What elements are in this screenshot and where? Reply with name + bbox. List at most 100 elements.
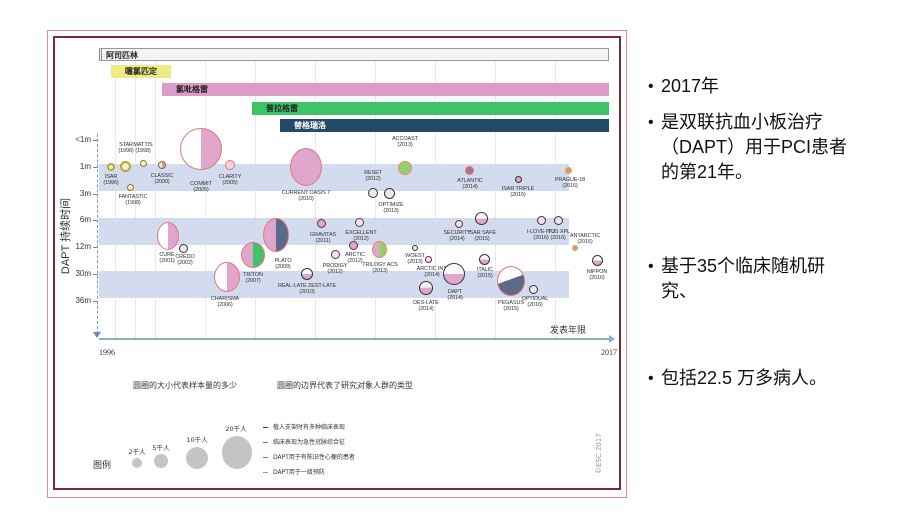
label-isar: ISAR(1996) xyxy=(103,174,119,187)
bubble-commit xyxy=(180,128,222,170)
bubble-triton xyxy=(241,242,265,268)
legend-size-caption: 20千人 xyxy=(225,425,247,433)
label-classic: CLASSIC(2000) xyxy=(150,173,174,186)
label-reset: RESET(2012) xyxy=(364,170,382,183)
legend-circle-10k xyxy=(186,447,208,469)
y-tick: 1m xyxy=(79,162,91,171)
label-ivus-xpl: IVUS XPL(2016) xyxy=(546,229,570,242)
label-nippon: NIPPON(2016) xyxy=(586,269,608,282)
bullet-item: •包括22.5 万多病人。 xyxy=(648,368,828,388)
y-axis-label: DAPT 持续时间 xyxy=(60,197,73,275)
legend-size-caption: 10千人 xyxy=(186,436,208,444)
label-optidual: OPTIDUAL(2016) xyxy=(521,296,549,309)
bubble-current-oasis-7 xyxy=(290,148,322,186)
slide-outer-frame xyxy=(47,30,627,498)
y-tick: <1m xyxy=(75,135,91,144)
y-tick-mark xyxy=(93,301,98,302)
legend-size-title: 圆圈的大小代表样本量的多少 xyxy=(133,381,237,390)
y-tick-mark xyxy=(93,220,98,221)
bubble-real-late-zest-late xyxy=(301,268,313,280)
grid-line xyxy=(255,58,256,338)
bubble-accoast xyxy=(398,161,412,175)
legend-border-acs: 临床表现为急性冠脉综合征 xyxy=(263,437,345,446)
bullet-item: •基于35个临床随机研究、 xyxy=(648,256,826,301)
label-arctic-int: ARCTIC INT.(2014) xyxy=(416,266,448,279)
bubble-des-late xyxy=(419,281,433,295)
label-current-oasis-7: CURRENT OASIS 7(2010) xyxy=(281,190,331,203)
label-arctic: ARCTIC(2012) xyxy=(345,252,365,265)
bubble-nippon xyxy=(592,255,603,266)
y-tick-mark xyxy=(93,274,98,275)
drug-bar-clopidogrel: 氯吡格雷 xyxy=(162,83,609,96)
legend-circle-5k xyxy=(154,454,168,468)
bubble-italic xyxy=(479,254,490,265)
y-tick: 12m xyxy=(75,242,91,251)
legend-border-title: 圆圈的边界代表了研究对象人群的类型 xyxy=(277,381,413,390)
y-tick: 6m xyxy=(79,215,91,224)
bubble-security xyxy=(455,220,463,228)
label-italic: ITALIC(2015) xyxy=(476,267,494,280)
grid-line xyxy=(115,58,116,338)
label-commit: COMMIT(2005) xyxy=(190,181,212,194)
band-30m-36m xyxy=(99,271,569,298)
bubble-isar-safe xyxy=(475,212,488,225)
label-security: SECURITY(2014) xyxy=(443,230,471,243)
dapt-timeline-diagram: 阿司匹林 噻氯匹定 氯吡格雷 普拉格雷 替格瑞洛 <1m 1m 3m 6m 12… xyxy=(53,36,621,490)
bubble-antarctic xyxy=(572,245,578,251)
label-cure: CURE(2001) xyxy=(159,252,175,265)
grid-line xyxy=(435,58,436,338)
label-real-late-zest-late: REAL-LATE ZEST-LATE(2010) xyxy=(277,283,337,296)
x-tick-start: 1996 xyxy=(99,348,115,357)
bullet-item: •是双联抗血小板治疗（DAPT）用于PCI患者的第21年。 xyxy=(648,112,848,182)
grid-line xyxy=(495,58,496,338)
x-axis xyxy=(99,338,613,340)
label-pegasus: PEGASUS(2015) xyxy=(498,300,524,313)
bubble-classic xyxy=(158,161,166,169)
bubble-dapt xyxy=(443,263,465,285)
label-excellent: EXCELLENT(2012) xyxy=(345,230,377,243)
grid-line xyxy=(375,58,376,338)
y-axis-arrow xyxy=(93,332,101,338)
label-woest: WOEST(2013) xyxy=(405,253,425,266)
bubble-optidual xyxy=(529,285,538,294)
x-tick-end: 2017 xyxy=(601,348,617,357)
drug-bar-prasugrel: 普拉格雷 xyxy=(252,102,609,115)
bubble-isar-triple xyxy=(515,176,522,183)
label-star: STAR(1998) xyxy=(118,142,134,155)
drug-bar-ticlopidine: 噻氯匹定 xyxy=(111,65,171,78)
bullet-item: •2017年 xyxy=(648,76,720,96)
grid-line xyxy=(135,58,136,338)
bubble-woest xyxy=(412,245,418,251)
bubble-ivus-xpl xyxy=(554,216,563,225)
y-tick: 3m xyxy=(79,189,91,198)
label-prague-18: PRAGUE-18(2016) xyxy=(554,177,586,190)
legend-circle-20k xyxy=(222,436,252,469)
label-dapt: DAPT(2014) xyxy=(447,289,463,302)
label-des-late: DES-LATE(2014) xyxy=(413,300,439,313)
label-atlantic: ATLANTIC(2014) xyxy=(457,178,483,191)
copyright-esc: ©ESC 2017 xyxy=(595,433,603,474)
label-isar-safe: ISAR SAFE(2015) xyxy=(468,230,496,243)
bubble-gravitas xyxy=(317,219,326,228)
label-prodigy: PRODIGY(2012) xyxy=(322,263,348,276)
bubble-arctic-int xyxy=(425,256,432,263)
grid-line xyxy=(155,58,156,338)
bubble-cure xyxy=(157,222,179,250)
band-1m-3m xyxy=(99,164,569,191)
x-axis-arrow xyxy=(609,335,615,343)
label-fantastic: FANTASTIC(1998) xyxy=(118,194,148,207)
bubble-clarity xyxy=(225,160,235,170)
bubble-fantastic xyxy=(127,184,134,191)
grid-line xyxy=(315,58,316,338)
bubble-prodigy xyxy=(331,250,340,259)
bubble-pegasus xyxy=(497,266,525,296)
y-tick: 30m xyxy=(75,269,91,278)
bubble-optimize xyxy=(384,188,395,199)
label-mattis: MATTIS(1998) xyxy=(133,142,153,155)
legend-border-mixed: 植入支架时有多种临床表现 xyxy=(263,422,345,431)
legend-circle-2k xyxy=(132,458,142,468)
bubble-credo xyxy=(179,244,188,253)
label-clarity: CLARITY(2005) xyxy=(218,174,242,187)
label-optimize: OPTIMIZE(2013) xyxy=(378,202,404,215)
legend-border-primary-prevention: DAPT用于一级预防 xyxy=(263,467,325,476)
